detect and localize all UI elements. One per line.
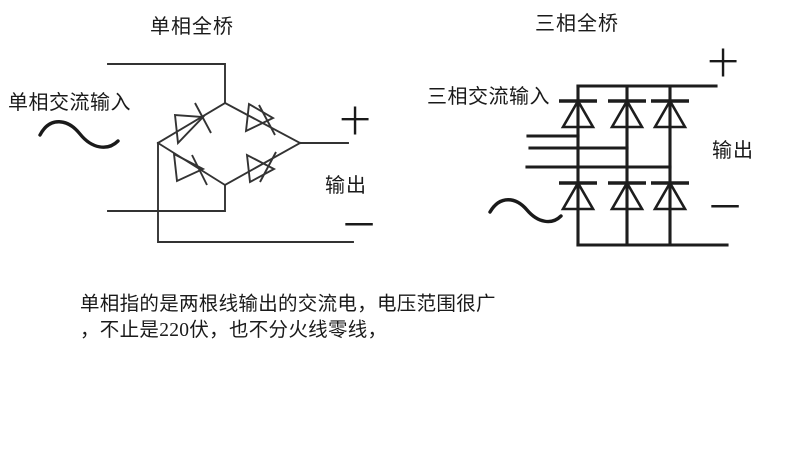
left-output-label: 输出 [325,175,367,197]
diode-lower-left [172,152,208,186]
left-input-label: 单相交流输入 [8,92,131,114]
left-ac-sine-icon [38,120,120,149]
diode-upper-left [173,102,212,146]
diode-lower-phase-1 [559,180,597,211]
right-output-label: 输出 [712,140,754,162]
caption-line-1: 单相指的是两根线输出的交流电，电压范围很广 [80,294,496,315]
right-minus-sign: 一 [710,192,740,225]
diode-upper-phase-2 [608,98,646,129]
three-phase-bridge-circuit [488,84,729,247]
bridge-arm-top-left [156,101,227,145]
right-plus-sign: 十 [708,48,738,81]
diode-lower-right [245,151,277,184]
left-ac-bottom-lead [107,184,226,212]
left-ac-top-lead [107,63,226,104]
right-circuit-title: 三相全桥 [535,13,619,35]
diode-lower-phase-2 [608,180,646,211]
right-ac-sine-icon [488,198,563,224]
caption-line-2: ，不止是220伏，也不分火线零线， [80,320,388,342]
left-minus-sign: 一 [344,210,374,243]
diode-upper-right [244,102,276,136]
diode-upper-phase-3 [651,98,689,129]
diode-lower-phase-3 [651,180,689,211]
left-circuit-title: 单相全桥 [150,16,234,38]
right-input-label: 三相交流输入 [427,86,550,108]
left-dc-minus-rail [157,142,354,243]
diode-upper-phase-1 [559,98,597,129]
caption-block: 单相指的是两根线输出的交流电，电压范围很广 ，不止是220伏，也不分火线零线， [80,292,720,345]
left-plus-sign: 十 [340,106,370,139]
single-phase-bridge-circuit [38,63,354,243]
